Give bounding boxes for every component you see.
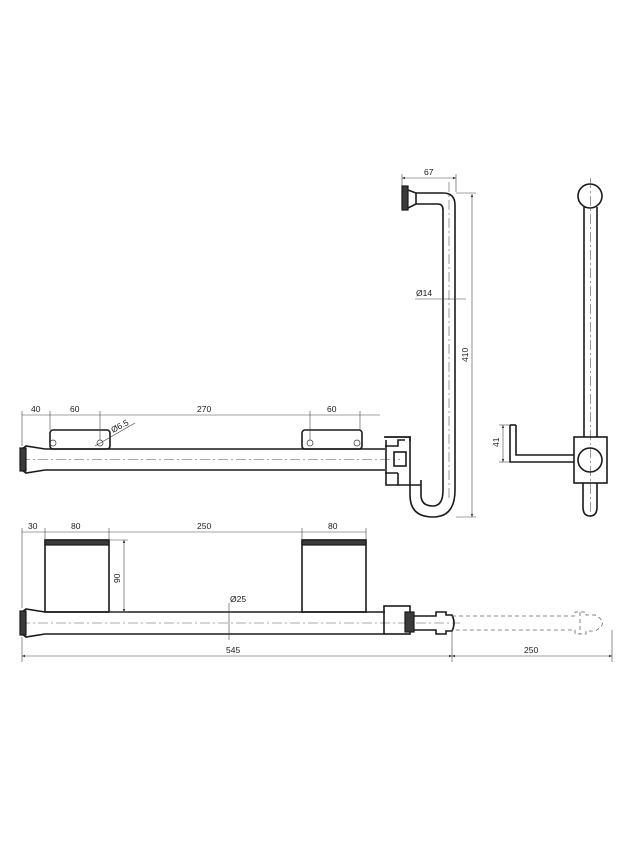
wall-block-right bbox=[301, 539, 367, 613]
wall-block-left bbox=[44, 539, 110, 613]
dim-30: 30 bbox=[28, 521, 38, 531]
dim-67: 67 bbox=[424, 167, 434, 177]
dim-250-extension: 250 bbox=[524, 645, 538, 655]
mount-plate-right bbox=[301, 429, 363, 450]
end-knob bbox=[577, 183, 603, 209]
end-cap-tip-top bbox=[19, 447, 27, 472]
dim-41: 41 bbox=[491, 437, 501, 447]
end-view: 41 bbox=[491, 178, 608, 520]
end-hinge-block bbox=[573, 436, 608, 484]
dim-250-top: 250 bbox=[197, 521, 211, 531]
dim-40: 40 bbox=[31, 404, 41, 414]
dim-bar-25: Ø25 bbox=[230, 594, 246, 604]
dim-hole-diameter: Ø6.5 bbox=[109, 417, 130, 435]
u-bend bbox=[409, 480, 456, 518]
dim-80-right: 80 bbox=[328, 521, 338, 531]
swing-ghost bbox=[452, 611, 603, 635]
dim-545: 545 bbox=[226, 645, 240, 655]
side-view: 67 Ø14 410 bbox=[385, 167, 476, 518]
top-view: 40 60 270 60 Ø6.5 bbox=[19, 404, 411, 486]
dim-80-left: 80 bbox=[71, 521, 81, 531]
dim-410: 410 bbox=[460, 348, 470, 362]
dim-60-left: 60 bbox=[70, 404, 80, 414]
hinge-bracket-top bbox=[385, 439, 405, 486]
flange-top bbox=[401, 185, 409, 211]
dim-270: 270 bbox=[197, 404, 211, 414]
mount-plate-left bbox=[49, 429, 111, 450]
dim-tube-14: Ø14 bbox=[416, 288, 432, 298]
dim-60-right: 60 bbox=[327, 404, 337, 414]
front-view: 30 80 250 80 90 Ø25 545 250 bbox=[19, 521, 613, 662]
dim-90: 90 bbox=[112, 573, 122, 583]
